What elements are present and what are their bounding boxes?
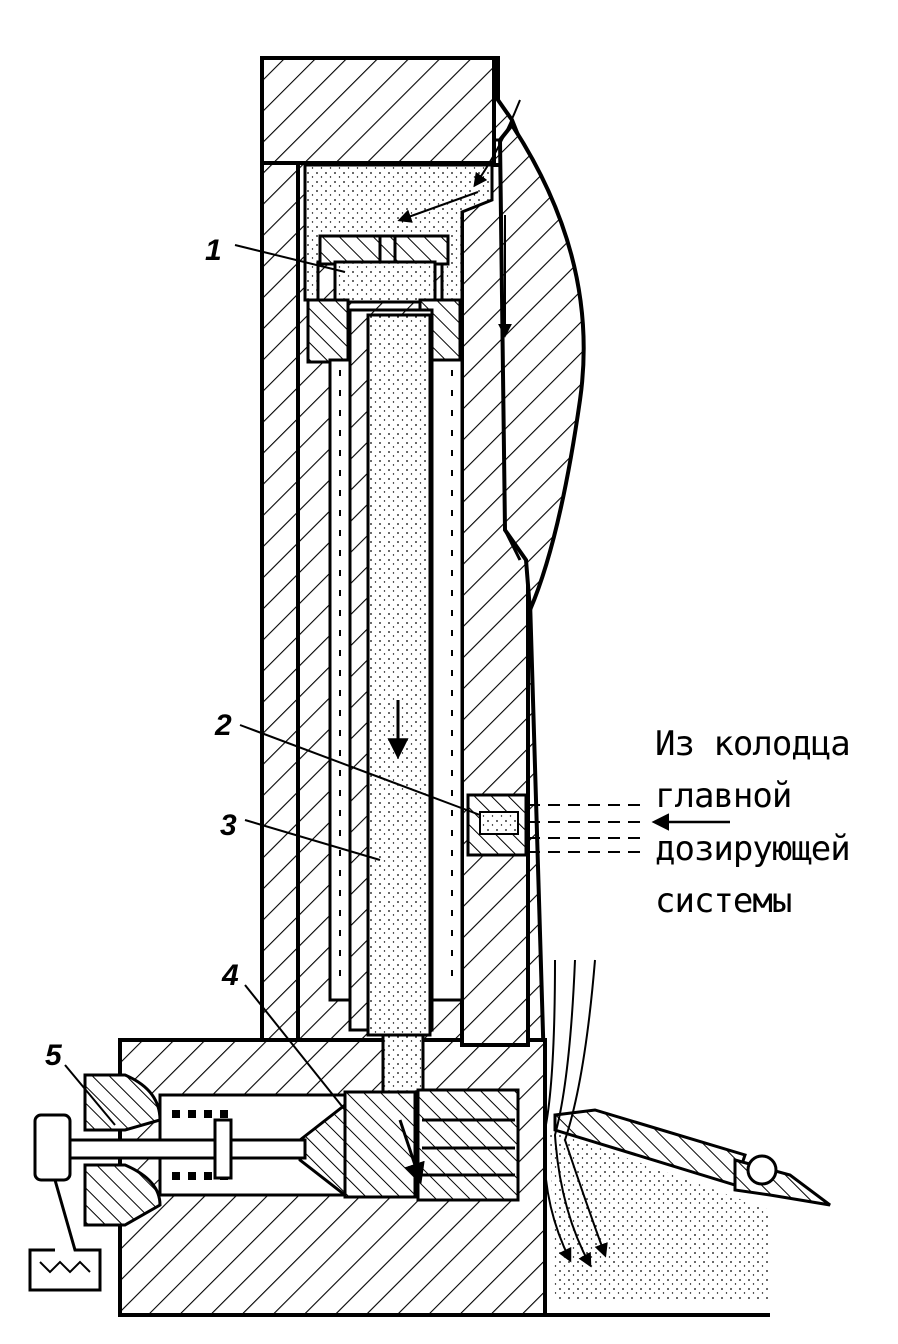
annotation-line-1: Из колодца bbox=[655, 724, 850, 764]
label-5: 5 bbox=[45, 1039, 63, 1072]
annotation-line-3: дозирующей bbox=[655, 829, 850, 869]
label-4: 4 bbox=[221, 959, 239, 992]
adjusting-screw-5 bbox=[28, 1073, 162, 1292]
label-1: 1 bbox=[205, 234, 222, 267]
throttle-axis bbox=[746, 1154, 778, 1186]
fuel-inlet-2 bbox=[466, 793, 730, 857]
idle-jet-1 bbox=[306, 234, 462, 364]
annotation-line-2: главной bbox=[655, 776, 791, 816]
idle-channel-4 bbox=[68, 1088, 520, 1202]
label-3: 3 bbox=[220, 809, 237, 842]
fuel-tube-3 bbox=[328, 308, 464, 1097]
label-2: 2 bbox=[214, 709, 232, 742]
leader-lines bbox=[64, 244, 481, 1126]
annotation-line-4: системы bbox=[655, 881, 791, 921]
airflow-lines bbox=[397, 99, 608, 1268]
venturi-wall bbox=[497, 121, 586, 611]
throttle-plate bbox=[553, 1108, 831, 1207]
